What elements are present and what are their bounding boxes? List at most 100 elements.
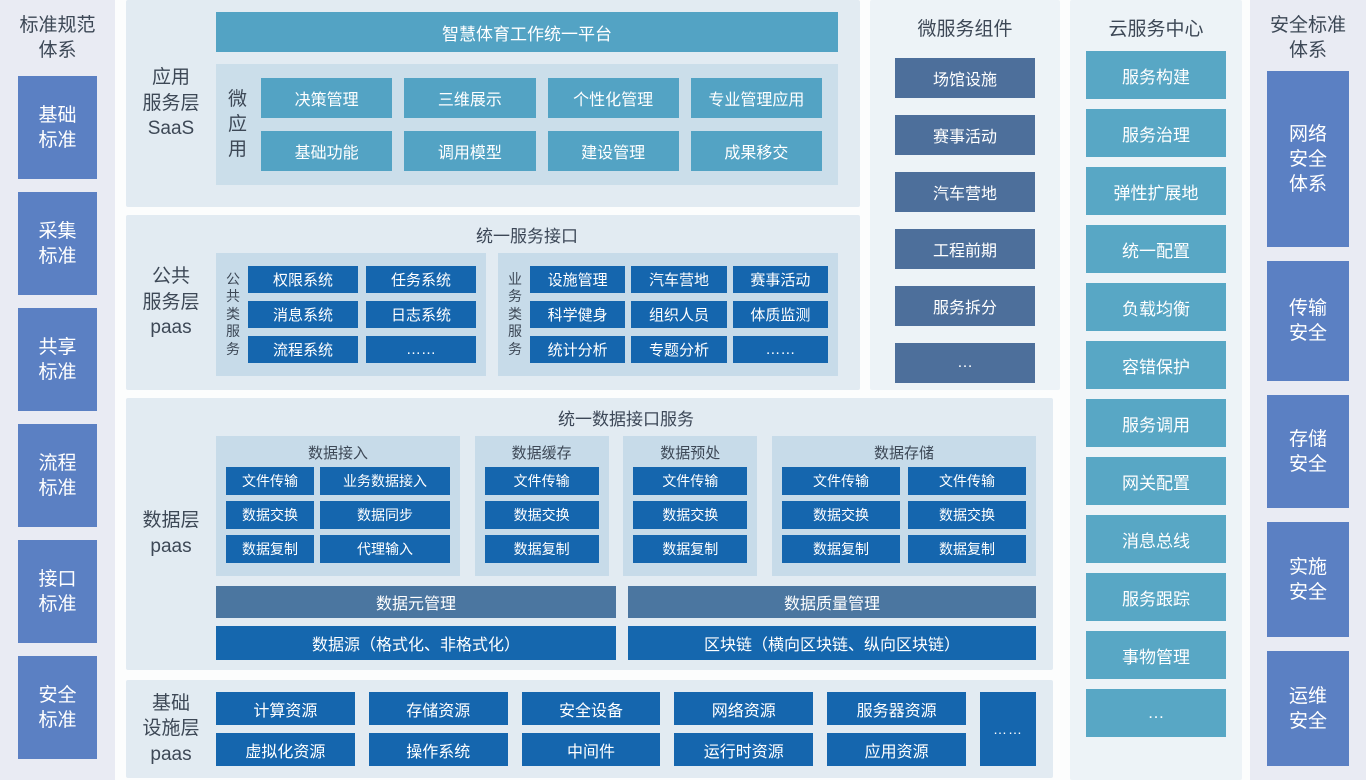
security-item-transmission: 传输 安全 [1267,261,1349,382]
app-service-layer-panel: 应用 服务层 SaaS 智慧体育工作统一平台 微 应 用 决策管理 三维展示 个… [126,0,860,207]
standard-item-process: 流程 标准 [18,424,97,528]
data-preprocess-group: 数据预处 文件传输 数据交换 数据复制 [623,436,758,576]
common-service-box: …… [366,336,476,363]
cloud-service-box: 服务调用 [1086,399,1226,447]
cloud-service-center-column: 云服务中心 服务构建 服务治理 弹性扩展地 统一配置 负载均衡 容错保护 服务调… [1070,0,1242,780]
common-service-box: 任务系统 [366,266,476,293]
security-item-storage: 存储 安全 [1267,395,1349,509]
business-service-box: 赛事活动 [732,266,828,293]
platform-title-bar: 智慧体育工作统一平台 [216,12,838,52]
metadata-management-bar: 数据元管理 [216,586,616,618]
data-box: 文件传输 [484,467,599,495]
unified-service-interface-title: 统一服务接口 [476,227,578,246]
microservice-box: 场馆设施 [895,58,1035,98]
business-service-box: 体质监测 [732,301,828,328]
infra-resource-box: 操作系统 [368,733,508,766]
cloud-service-box: 负载均衡 [1086,283,1226,331]
infra-resource-box: 计算资源 [216,692,355,725]
standards-left-title: 标准规范 体系 [19,15,96,61]
infra-resource-box: 虚拟化资源 [216,733,355,766]
cloud-service-box: 弹性扩展地 [1086,167,1226,215]
data-box: 数据复制 [633,535,748,563]
data-box: 文件传输 [907,467,1026,495]
cloud-service-box: 容错保护 [1086,341,1226,389]
data-cache-group: 数据缓存 文件传输 数据交换 数据复制 [474,436,609,576]
data-preprocess-title: 数据预处 [660,445,721,462]
data-box: 数据复制 [226,535,314,563]
micro-app-box: 建设管理 [547,131,679,171]
standard-item-collection: 采集 标准 [18,192,97,296]
micro-app-box: 三维展示 [404,78,536,118]
standard-item-interface: 接口 标准 [18,540,97,644]
micro-app-box: 成果移交 [690,131,822,171]
data-box: 数据交换 [781,501,900,529]
infra-resource-box: 网络资源 [674,692,814,725]
business-service-box: 统计分析 [530,336,626,363]
data-box: 文件传输 [781,467,900,495]
data-box: 代理输入 [320,535,450,563]
data-box: 数据复制 [907,535,1026,563]
data-storage-group: 数据存储 文件传输 文件传输 数据交换 数据交换 数据复制 数据复制 [771,436,1036,576]
data-box: 数据复制 [484,535,599,563]
cloud-more-box: … [1086,689,1226,737]
cloud-service-box: 事物管理 [1086,631,1226,679]
data-layer-panel: 数据层 paas 统一数据接口服务 数据接入 文件传输 业务数据接入 数据交换 … [126,398,1053,670]
common-service-box: 流程系统 [248,336,358,363]
business-services-subpanel: 业 务 类 服 务 设施管理 汽车营地 赛事活动 科学健身 组织人员 体质监测 … [498,253,838,376]
data-box: 数据交换 [907,501,1026,529]
data-layer-label: 数据层 paas [142,510,200,557]
data-box: 数据复制 [781,535,900,563]
business-service-box: 专题分析 [631,336,727,363]
data-box: 文件传输 [226,467,314,495]
data-access-group: 数据接入 文件传输 业务数据接入 数据交换 数据同步 数据复制 代理输入 [216,436,460,576]
security-item-network: 网络 安全 体系 [1267,71,1349,248]
data-access-title: 数据接入 [307,445,368,462]
cloud-service-box: 消息总线 [1086,515,1226,563]
common-service-box: 消息系统 [248,301,358,328]
business-service-box: 汽车营地 [631,266,727,293]
cloud-service-box: 服务构建 [1086,51,1226,99]
microservice-box: 赛事活动 [895,115,1035,155]
security-item-implementation: 实施 安全 [1267,522,1349,638]
common-services-subpanel: 公 共 类 服 务 权限系统 任务系统 消息系统 日志系统 流程系统 …… [216,253,486,376]
micro-app-box: 基础功能 [261,131,393,171]
data-box: 数据同步 [320,501,450,529]
infra-resource-box: 安全设备 [521,692,661,725]
microservice-box: 服务拆分 [895,286,1035,326]
security-standards-title: 安全标准 体系 [1269,15,1346,61]
cloud-service-box: 服务治理 [1086,109,1226,157]
infra-resource-box: 存储资源 [368,692,508,725]
data-box: 数据交换 [226,501,314,529]
microservice-column-title: 微服务组件 [917,19,1013,40]
unified-data-interface-title: 统一数据接口服务 [558,410,694,429]
data-quality-management-bar: 数据质量管理 [628,586,1036,618]
micro-app-box: 专业管理应用 [690,78,822,118]
infra-layer-label: 基础 设施层 paas [142,692,200,765]
business-service-box: 设施管理 [530,266,626,293]
standard-item-security: 安全 标准 [18,656,97,760]
security-standards-panel: 安全标准 体系 网络 安全 体系 传输 安全 存储 安全 实施 安全 运维 安全 [1250,0,1366,780]
data-cache-title: 数据缓存 [511,445,572,462]
microservice-components-column: 微服务组件 场馆设施 赛事活动 汽车营地 工程前期 服务拆分 … [870,0,1060,390]
data-storage-title: 数据存储 [873,445,934,462]
common-services-label: 公 共 类 服 务 [226,270,240,357]
business-service-box: 科学健身 [530,301,626,328]
microservice-more-box: … [895,343,1035,383]
cloud-service-box: 服务跟踪 [1086,573,1226,621]
data-box: 业务数据接入 [320,467,450,495]
infra-more-box: …… [980,692,1036,766]
standard-item-basic: 基础 标准 [18,76,97,180]
infra-resource-box: 应用资源 [827,733,966,766]
infra-resource-box: 运行时资源 [674,733,814,766]
public-service-layer-panel: 公共 服务层 paas 统一服务接口 公 共 类 服 务 权限系统 任务系统 消… [126,215,860,390]
micro-app-group-label: 微 应 用 [228,88,248,161]
micro-app-box: 决策管理 [261,78,393,118]
business-service-box: …… [732,336,828,363]
data-box: 文件传输 [633,467,748,495]
business-service-box: 组织人员 [631,301,727,328]
business-services-label: 业 务 类 服 务 [508,270,522,357]
cloud-column-title: 云服务中心 [1108,19,1204,40]
app-layer-label: 应用 服务层 SaaS [142,67,200,140]
data-box: 数据交换 [484,501,599,529]
standard-item-sharing: 共享 标准 [18,308,97,412]
